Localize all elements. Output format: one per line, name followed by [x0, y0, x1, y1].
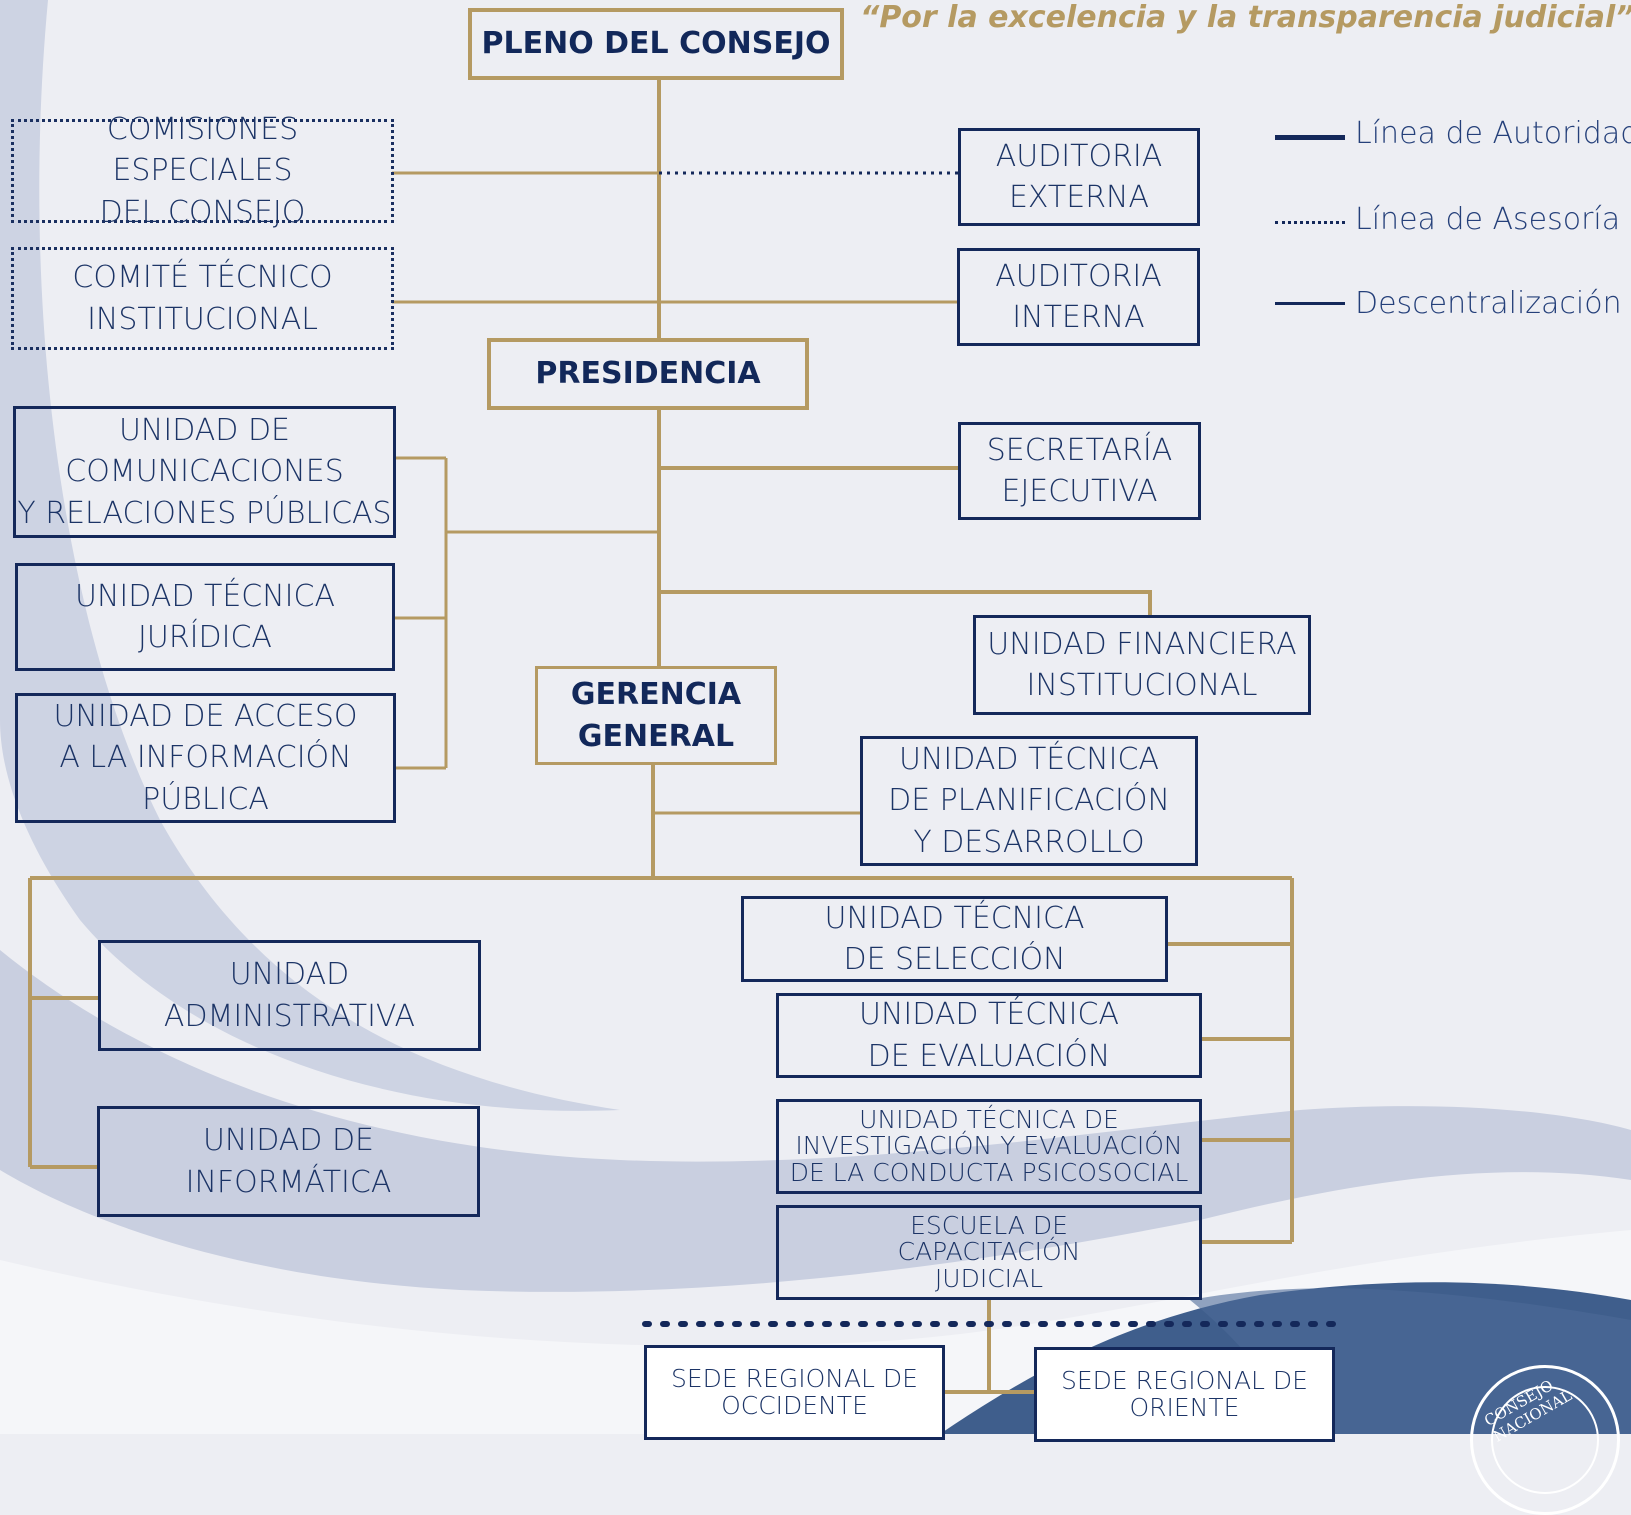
- legend-decentralization-line: [1275, 302, 1345, 305]
- node-comunicaciones: UNIDAD DE COMUNICACIONES Y RELACIONES PÚ…: [13, 406, 396, 538]
- institution-seal-logo: CONSEJO NACIONAL: [1470, 1365, 1620, 1515]
- node-seleccion: UNIDAD TÉCNICA DE SELECCIÓN: [741, 896, 1168, 982]
- node-unidad-informatica: UNIDAD DE INFORMÁTICA: [97, 1106, 480, 1217]
- node-comisiones-especiales: COMISIONES ESPECIALES DEL CONSEJO: [11, 112, 394, 230]
- node-sede-occidente: SEDE REGIONAL DE OCCIDENTE: [644, 1345, 945, 1440]
- node-auditoria-interna: AUDITORIA INTERNA: [957, 248, 1200, 346]
- node-unidad-financiera: UNIDAD FINANCIERA INSTITUCIONAL: [973, 615, 1311, 715]
- motto-text: “Por la excelencia y la transparencia ju…: [860, 0, 1631, 35]
- connector-lines: [28, 80, 1348, 1394]
- left-arc-wave: [0, 0, 620, 1111]
- node-acceso-informacion: UNIDAD DE ACCESO A LA INFORMACIÓN PÚBLIC…: [15, 693, 396, 823]
- node-auditoria-externa: AUDITORIA EXTERNA: [958, 128, 1200, 226]
- node-unidad-administrativa: UNIDAD ADMINISTRATIVA: [98, 940, 481, 1051]
- node-juridica: UNIDAD TÉCNICA JURÍDICA: [15, 563, 395, 671]
- node-presidencia: PRESIDENCIA: [487, 338, 809, 410]
- legend-authority-line: [1275, 135, 1345, 140]
- legend-advisory-line: [1275, 221, 1345, 224]
- node-escuela: ESCUELA DE CAPACITACIÓN JUDICIAL: [776, 1205, 1202, 1300]
- node-sede-oriente: SEDE REGIONAL DE ORIENTE: [1034, 1347, 1335, 1442]
- financiera-line: [659, 590, 1152, 618]
- node-secretaria-ejecutiva: SECRETARÍA EJECUTIVA: [958, 422, 1201, 520]
- node-gerencia-general: GERENCIA GENERAL: [535, 666, 777, 765]
- legend-advisory-label: Línea de Asesoría: [1355, 202, 1621, 237]
- node-planificacion: UNIDAD TÉCNICA DE PLANIFICACIÓN Y DESARR…: [860, 736, 1198, 866]
- node-pleno-del-consejo: PLENO DEL CONSEJO: [468, 8, 844, 80]
- node-evaluacion: UNIDAD TÉCNICA DE EVALUACIÓN: [776, 993, 1202, 1078]
- lower-sweep-wave: [0, 950, 1631, 1292]
- legend-authority-label: Línea de Autoridad: [1355, 116, 1631, 151]
- node-comite-tecnico: COMITÉ TÉCNICO INSTITUCIONAL: [11, 247, 394, 350]
- node-investigacion: UNIDAD TÉCNICA DE INVESTIGACIÓN Y EVALUA…: [776, 1099, 1202, 1194]
- legend-decentralization-label: Descentralización: [1355, 286, 1622, 321]
